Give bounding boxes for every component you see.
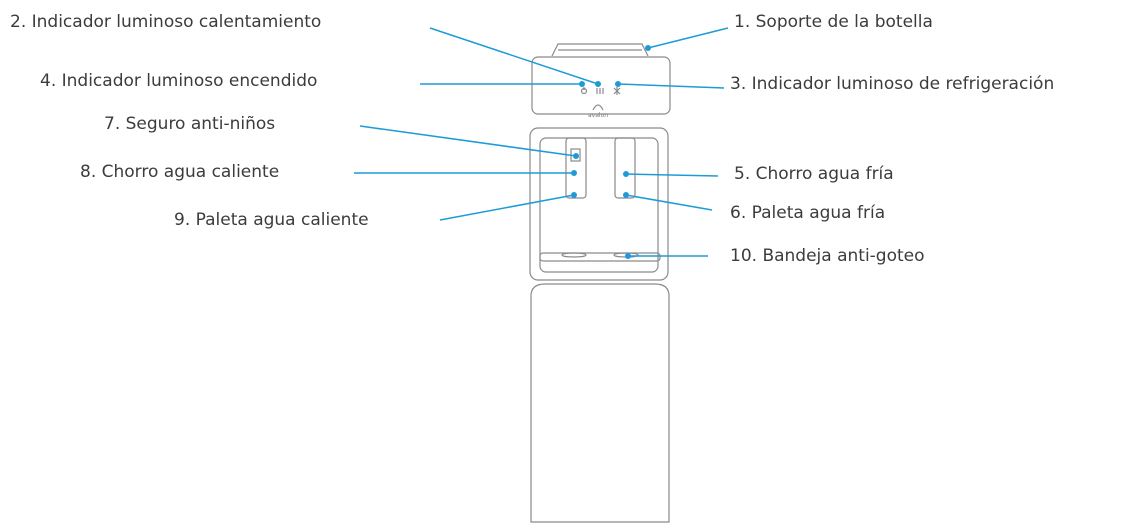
label-cooling-indicator: 3. Indicador luminoso de refrigeración: [730, 74, 1055, 94]
leader-5: [625, 173, 719, 177]
label-drip-tray: 10. Bandeja anti-goteo: [730, 246, 925, 266]
hot-spout-body: [565, 137, 587, 199]
callout-dot-4: [579, 81, 585, 87]
callout-dot-9: [571, 192, 577, 198]
label-hot-spout: 8. Chorro agua caliente: [80, 162, 280, 182]
callout-dot-2: [595, 81, 601, 87]
leader-2: [429, 27, 599, 85]
leader-9: [439, 194, 575, 221]
brand-text: avalon: [588, 112, 609, 119]
dispense-frame: [529, 127, 669, 281]
label-bottle-holder: 1. Soporte de la botella: [734, 12, 933, 32]
callout-dot-8: [571, 170, 577, 176]
callout-dot-1: [645, 45, 651, 51]
drip-tray: [539, 252, 661, 262]
leader-6: [625, 194, 713, 211]
label-heating-indicator: 2. Indicador luminoso calentamiento: [10, 12, 322, 32]
callout-dot-10: [625, 253, 631, 259]
callout-dot-3: [615, 81, 621, 87]
leader-1: [647, 27, 729, 49]
label-cold-spout: 5. Chorro agua fría: [734, 164, 894, 184]
callout-dot-6: [623, 192, 629, 198]
callout-dot-7: [573, 153, 579, 159]
logo-icon: [592, 104, 604, 111]
dispense-recess: [539, 137, 659, 273]
leader-7: [359, 125, 577, 157]
label-child-lock: 7. Seguro anti-niños: [104, 114, 276, 134]
bottle-holder: [551, 43, 649, 57]
cold-spout-body: [614, 137, 636, 199]
label-power-indicator: 4. Indicador luminoso encendido: [40, 71, 318, 91]
label-hot-paddle: 9. Paleta agua caliente: [174, 210, 369, 230]
callout-dot-5: [623, 171, 629, 177]
leader-3: [617, 83, 725, 89]
label-cold-paddle: 6. Paleta agua fría: [730, 203, 886, 223]
cabinet: [530, 283, 670, 523]
